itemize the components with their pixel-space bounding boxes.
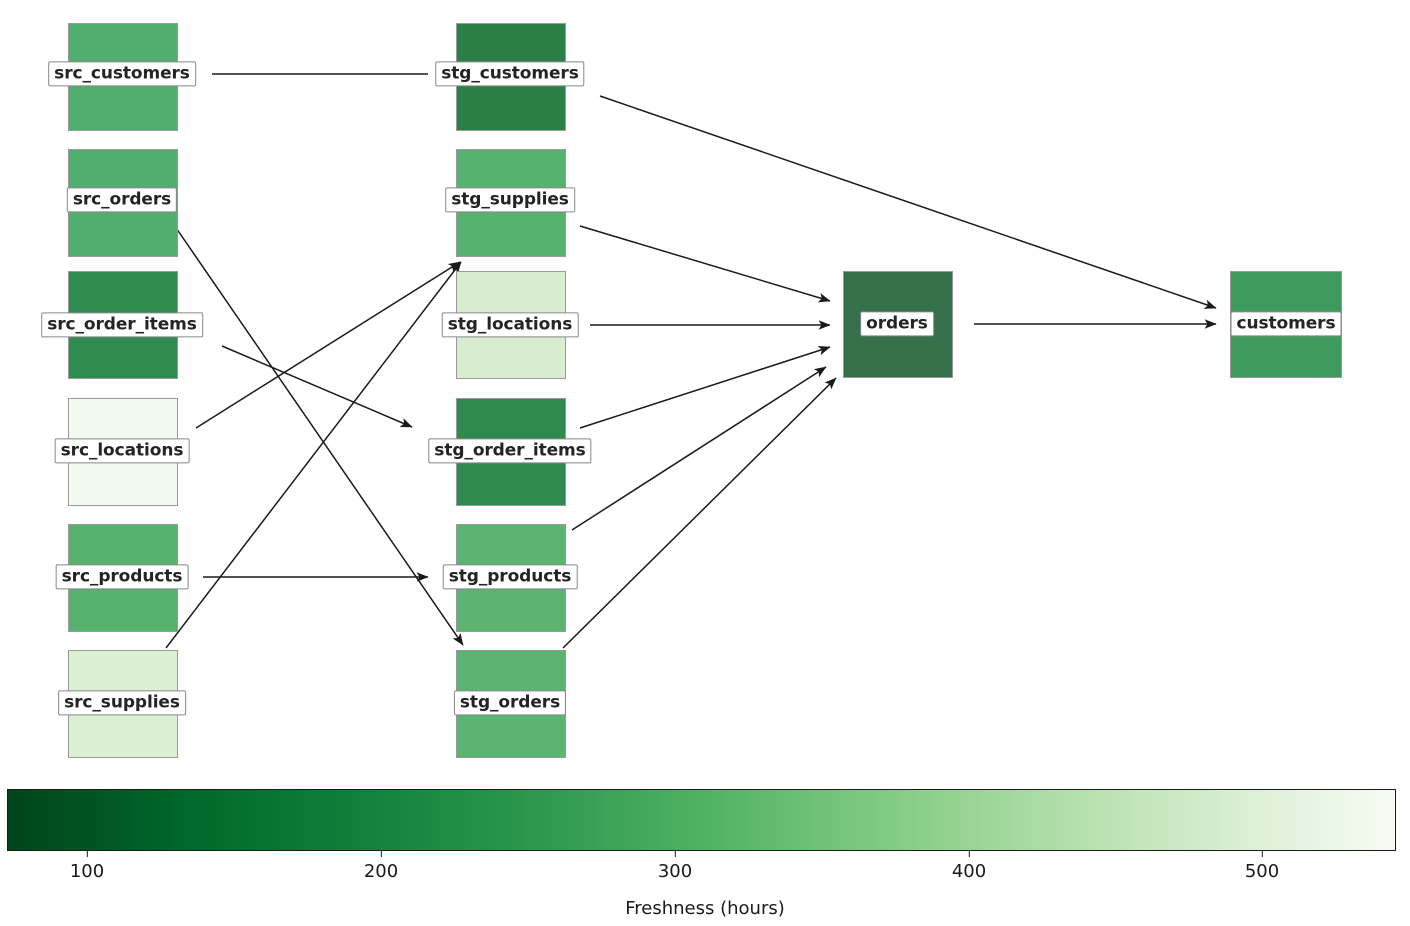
edge-stg_supplies-to-orders	[579, 225, 831, 303]
node-label-src_order_items[interactable]: src_order_items	[41, 312, 203, 338]
node-label-orders[interactable]: orders	[860, 311, 934, 337]
colorbar-tick-200: 200	[364, 851, 398, 882]
colorbar-legend: 100 200 300 400 500 Freshness (hours)	[0, 780, 1410, 926]
node-label-stg_products[interactable]: stg_products	[442, 564, 578, 590]
edge-layer	[165, 73, 1217, 649]
node-label-stg_orders[interactable]: stg_orders	[453, 690, 567, 716]
colorbar-tick-mark	[674, 851, 676, 857]
edge-src_supplies-to-stg_supplies	[165, 261, 462, 649]
colorbar-tick-label: 300	[657, 861, 693, 882]
edge-stg_order_items-to-orders	[579, 345, 831, 429]
node-label-src_customers[interactable]: src_customers	[48, 61, 196, 87]
colorbar-tick-label: 200	[363, 861, 399, 882]
node-label-stg_order_items[interactable]: stg_order_items	[428, 438, 592, 464]
node-label-customers[interactable]: customers	[1230, 311, 1342, 337]
colorbar-tick-100: 100	[70, 851, 104, 882]
node-label-src_supplies[interactable]: src_supplies	[58, 690, 186, 716]
node-label-stg_supplies[interactable]: stg_supplies	[445, 187, 575, 213]
node-label-stg_locations[interactable]: stg_locations	[441, 312, 579, 338]
colorbar-axis-label: Freshness (hours)	[625, 898, 785, 919]
colorbar-tick-label: 100	[69, 861, 105, 882]
colorbar-tick-500: 500	[1245, 851, 1279, 882]
colorbar-tick-mark	[380, 851, 382, 857]
node-label-src_orders[interactable]: src_orders	[66, 187, 178, 213]
colorbar-gradient	[7, 789, 1396, 851]
colorbar-tick-mark	[968, 851, 970, 857]
edge-stg_products-to-orders	[571, 366, 827, 531]
colorbar-tick-300: 300	[658, 851, 692, 882]
node-label-stg_customers[interactable]: stg_customers	[435, 61, 585, 87]
edge-src_order_items-to-stg_order_items	[221, 345, 413, 428]
edge-stg_orders-to-orders	[562, 377, 837, 649]
colorbar-tick-label: 400	[951, 861, 987, 882]
node-label-src_locations[interactable]: src_locations	[54, 438, 190, 464]
colorbar-tick-400: 400	[952, 851, 986, 882]
colorbar-tick-mark	[86, 851, 88, 857]
edge-src_locations-to-stg_locations	[195, 261, 461, 429]
colorbar-tick-mark	[1261, 851, 1263, 857]
colorbar-ticks: 100 200 300 400 500	[0, 851, 1410, 891]
colorbar-tick-label: 500	[1244, 861, 1280, 882]
node-label-src_products[interactable]: src_products	[55, 564, 189, 590]
edge-src_orders-to-stg_orders	[171, 221, 464, 646]
edges-group	[165, 73, 1217, 649]
